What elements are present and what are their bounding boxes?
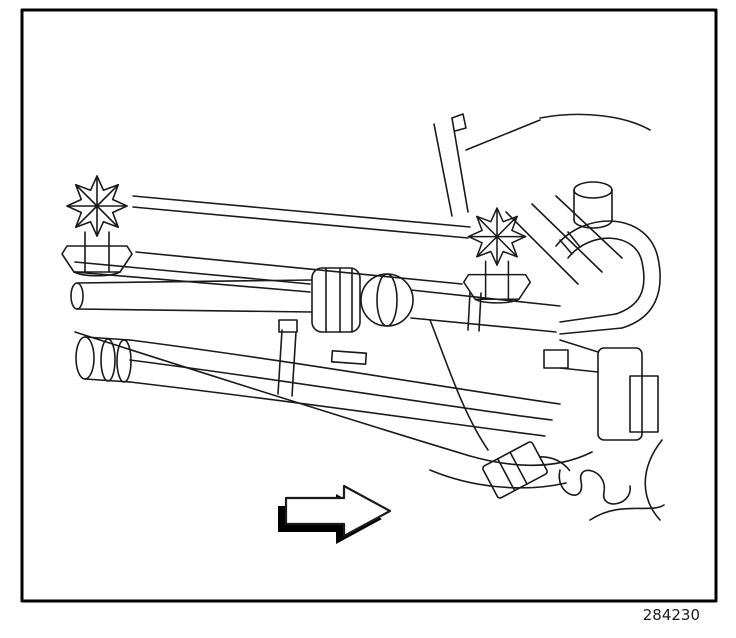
left-service-valve [61, 175, 133, 277]
direction-arrow [278, 484, 392, 544]
right-pipe-bend [555, 181, 661, 335]
hose-fitting [330, 350, 368, 365]
left-valve-hex-nut [61, 245, 133, 273]
pipe-cap-cylinder [573, 181, 613, 199]
right-bracket-blocks [543, 339, 663, 521]
right-valve-hex-nut [462, 273, 532, 301]
figure-number: 284230 [643, 606, 700, 624]
ribbed-coupler [311, 267, 361, 333]
illustration-border [20, 8, 718, 603]
main-tube [70, 267, 561, 333]
coupler-ball [360, 273, 414, 327]
upper-tube-lines [74, 195, 471, 293]
engine-bracket-top [433, 113, 651, 285]
lower-hose [75, 319, 561, 451]
wiring-harness [74, 331, 665, 521]
hose-clamp [277, 329, 297, 397]
arrow-right [284, 484, 392, 538]
right-service-valve [462, 207, 532, 304]
electrical-connector [482, 441, 571, 499]
